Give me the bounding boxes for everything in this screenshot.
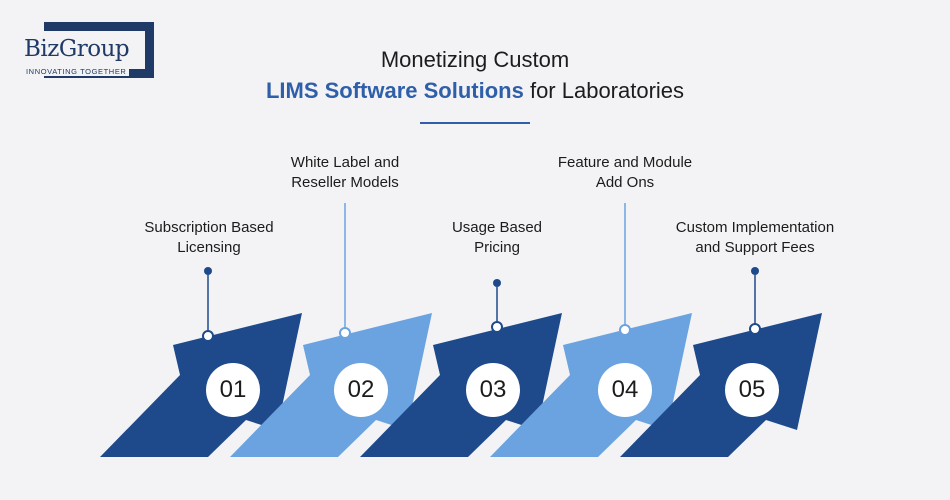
step-label-05-line1: Custom Implementation	[675, 219, 835, 236]
step-label-02-line2: Reseller Models	[291, 174, 399, 191]
connector-01	[202, 267, 214, 342]
bizgroup-logo: BizGroup INNOVATING TOGETHER	[22, 22, 157, 84]
step-label-01-line1: Subscription Based	[144, 219, 274, 236]
step-number-04: 04	[598, 363, 652, 417]
title-underline	[420, 122, 530, 124]
step-label-05-line2: and Support Fees	[695, 239, 815, 256]
connector-03	[491, 279, 503, 333]
step-label-01-line2: Licensing	[177, 239, 241, 256]
step-label-02: White Label and Reseller Models	[235, 153, 455, 193]
step-label-04-line2: Add Ons	[595, 174, 655, 191]
step-number-05: 05	[725, 363, 779, 417]
step-number-01: 01	[206, 363, 260, 417]
title-line-1: Monetizing Custom	[380, 47, 570, 72]
step-number-02: 02	[334, 363, 388, 417]
title-highlight: LIMS Software Solutions	[265, 78, 524, 103]
title-line-2: LIMS Software Solutions for Laboratories	[0, 78, 950, 104]
arrow-shape-02	[230, 313, 432, 457]
step-label-03-line2: Pricing	[474, 239, 520, 256]
step-label-03: Usage Based Pricing	[387, 218, 607, 258]
step-label-03-line1: Usage Based	[451, 219, 543, 236]
step-label-01: Subscription Based Licensing	[99, 218, 319, 258]
arrow-shape-03	[360, 313, 562, 457]
connector-02	[339, 203, 351, 339]
arrow-shape-04	[490, 313, 692, 457]
step-label-02-line1: White Label and	[290, 154, 400, 171]
step-label-04: Feature and Module Add Ons	[515, 153, 735, 193]
arrow-shape-05	[620, 313, 822, 457]
connector-04	[619, 203, 631, 336]
step-number-03: 03	[466, 363, 520, 417]
logo-tagline: INNOVATING TOGETHER	[26, 67, 130, 76]
connector-05	[749, 267, 761, 335]
step-label-04-line1: Feature and Module	[557, 154, 693, 171]
step-label-05: Custom Implementation and Support Fees	[645, 218, 865, 258]
arrow-shape-01	[100, 313, 302, 457]
logo-name: BizGroup	[24, 36, 132, 62]
title-rest: for Laboratories	[523, 78, 685, 103]
